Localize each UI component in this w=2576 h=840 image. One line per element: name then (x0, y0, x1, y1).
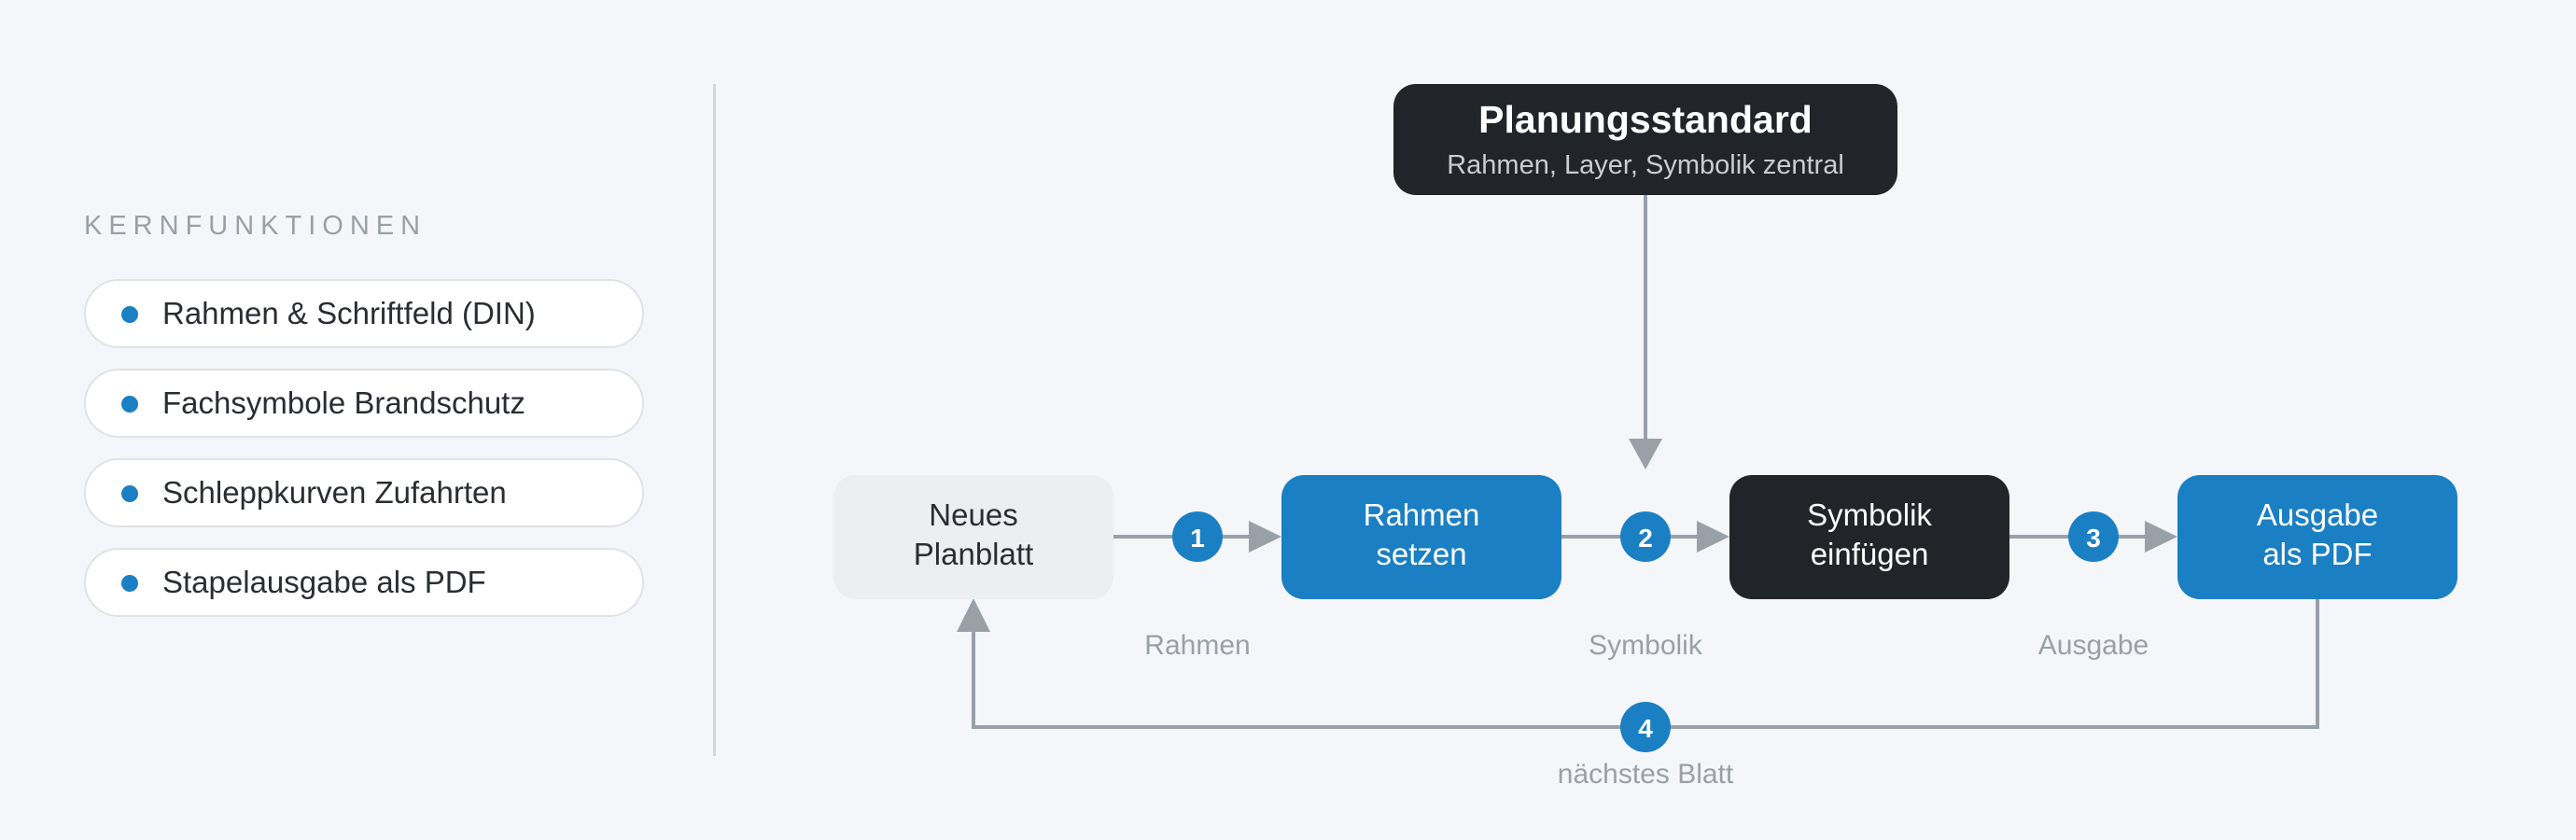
step-number: 1 (1190, 524, 1205, 553)
step-badge-3: 3 (2068, 511, 2119, 562)
step-label: nächstes Blatt (1558, 759, 1734, 790)
node-insert-symbols: Symbolik einfügen (1729, 475, 2009, 599)
standard-subtitle: Rahmen, Layer, Symbolik zentral (1447, 150, 1844, 180)
node-line1: Rahmen (1364, 497, 1480, 532)
step-number: 2 (1638, 524, 1653, 553)
arrow-right-icon (1697, 521, 1729, 553)
feature-label: Rahmen & Schriftfeld (DIN) (162, 296, 536, 330)
node-set-frame: Rahmen setzen (1281, 475, 1561, 599)
feature-item-turning-curves: Schleppkurven Zufahrten (84, 458, 644, 527)
features-heading: KERNFUNKTIONEN (84, 211, 427, 241)
bullet-dot-icon (121, 575, 138, 592)
panel-divider (713, 84, 716, 756)
step-badge-1: 1 (1172, 511, 1223, 562)
feature-item-batch-pdf: Stapelausgabe als PDF (84, 548, 644, 617)
node-line2: einfügen (1811, 537, 1929, 571)
step-label: Ausgabe (2038, 630, 2149, 661)
arrow-down-icon (1629, 439, 1662, 469)
feature-item-fire-symbols: Fachsymbole Brandschutz (84, 369, 644, 438)
standard-node: Planungsstandard Rahmen, Layer, Symbolik… (1393, 84, 1897, 195)
step-number: 3 (2086, 524, 2101, 553)
step-label: Rahmen (1144, 630, 1250, 661)
bullet-dot-icon (121, 396, 138, 413)
node-line1: Ausgabe (2257, 497, 2378, 532)
arrow-right-icon (1249, 521, 1281, 553)
step-badge-4: 4 (1620, 702, 1671, 752)
node-pdf-output: Ausgabe als PDF (2177, 475, 2457, 599)
feature-label: Stapelausgabe als PDF (162, 565, 486, 599)
node-line2: setzen (1376, 537, 1466, 571)
feature-list: Rahmen & Schriftfeld (DIN) Fachsymbole B… (84, 279, 644, 637)
bullet-dot-icon (121, 485, 138, 502)
features-panel: KERNFUNKTIONEN Rahmen & Schriftfeld (DIN… (0, 0, 713, 840)
arrow-up-icon (957, 598, 990, 632)
bullet-dot-icon (121, 306, 138, 323)
node-line2: Planblatt (914, 537, 1033, 571)
node-new-sheet: Neues Planblatt (833, 475, 1113, 599)
node-line1: Neues (929, 497, 1017, 532)
feature-item-frame: Rahmen & Schriftfeld (DIN) (84, 279, 644, 348)
standard-title: Planungsstandard (1478, 98, 1813, 141)
standard-connector (1629, 195, 1662, 469)
node-line2: als PDF (2262, 537, 2372, 571)
step-label: Symbolik (1589, 630, 1703, 661)
arrow-right-icon (2145, 521, 2177, 553)
step-number: 4 (1638, 714, 1653, 743)
node-line1: Symbolik (1807, 497, 1932, 532)
feature-label: Fachsymbole Brandschutz (162, 385, 525, 420)
step-badge-2: 2 (1620, 511, 1671, 562)
feature-label: Schleppkurven Zufahrten (162, 475, 507, 510)
